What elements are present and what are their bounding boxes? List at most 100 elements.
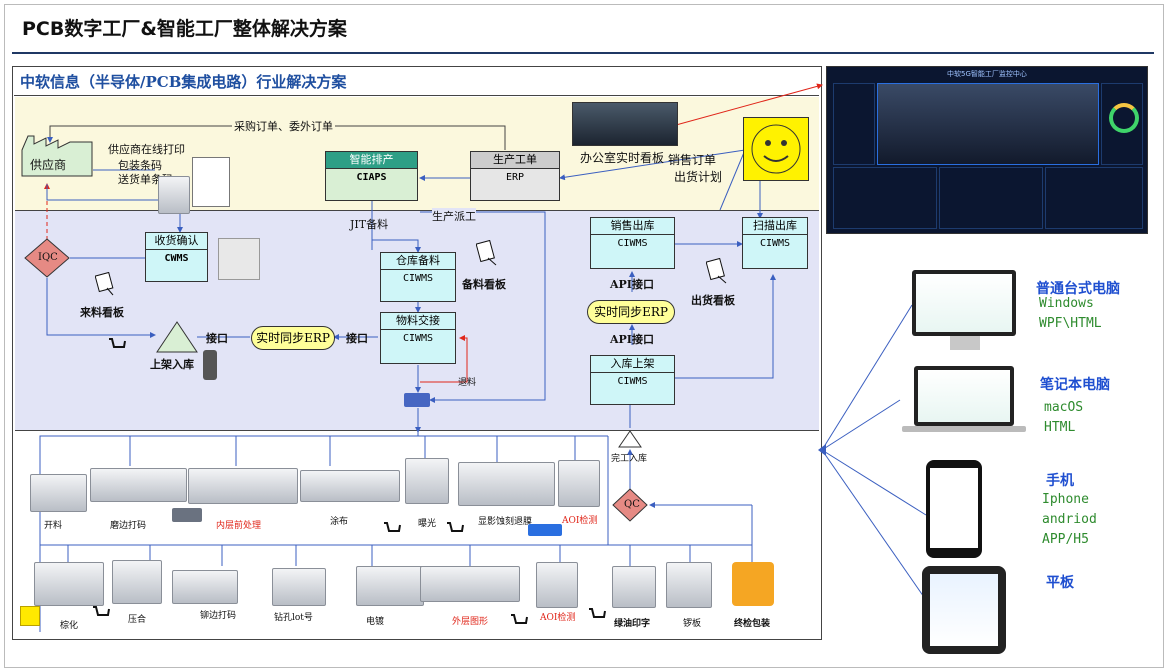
dashboard-gauges-3 xyxy=(1045,167,1143,229)
sales-plan-line2: 出货计划 xyxy=(674,170,723,184)
supplier-print-line1: 供应商在线打印 xyxy=(108,143,185,156)
dashboard-gauges-2 xyxy=(939,167,1043,229)
phone-icon xyxy=(926,460,982,558)
monitoring-dashboard-image: 中软5G智能工厂监控中心 xyxy=(826,66,1148,234)
supplier-label: 供应商 xyxy=(30,158,67,172)
step-label-r2-1: 压合 xyxy=(128,615,147,625)
warehouse-prep-box[interactable]: 仓库备料 CIWMS xyxy=(380,252,456,302)
machine-cutting xyxy=(30,474,87,512)
dashboard-left-panel xyxy=(833,83,875,165)
sync-erp-pill-2: 实时同步ERP xyxy=(587,300,675,324)
step-label-r2-9: 终检包装 xyxy=(734,619,771,629)
warehouse-prep-header: 仓库备料 xyxy=(381,253,455,270)
cart-icon xyxy=(108,336,126,355)
prep-board-label: 备料看板 xyxy=(462,278,506,291)
shelve-triangle xyxy=(155,320,199,358)
receive-confirm-header: 收货确认 xyxy=(146,233,207,250)
iqc-diamond xyxy=(24,238,70,278)
machine-outer-image xyxy=(420,566,520,602)
cart-icon xyxy=(510,612,528,631)
receive-confirm-body: CWMS xyxy=(164,253,189,264)
device-sub-laptop-1: macOS xyxy=(1044,400,1084,415)
machine-browning xyxy=(34,562,104,606)
step-label-r2-7: 绿油印字 xyxy=(614,619,651,629)
label-printer-icon xyxy=(158,176,190,214)
machine-inner-pretreat xyxy=(188,468,298,504)
material-handover-box[interactable]: 物料交接 CIWMS xyxy=(380,312,456,364)
conveyor-cart-icon xyxy=(404,393,430,407)
finish-triangle xyxy=(618,430,642,452)
machine-aoi-2 xyxy=(536,562,578,608)
step-label-r1-6: AOI检测 xyxy=(562,516,598,526)
work-order-body: ERP xyxy=(505,172,525,183)
laptop-icon xyxy=(914,366,1014,426)
sales-outbound-header: 销售出库 xyxy=(591,218,674,235)
supplier-factory-icon xyxy=(20,134,94,178)
work-order-box[interactable]: 生产工单 ERP xyxy=(470,151,560,201)
scan-outbound-box[interactable]: 扫描出库 CIWMS xyxy=(742,217,808,269)
scan-outbound-body: CIWMS xyxy=(759,238,791,249)
office-monitoring-photo xyxy=(572,102,678,146)
prep-board-icon xyxy=(475,239,498,270)
device-title-tablet: 平板 xyxy=(1046,575,1074,591)
tablet-icon xyxy=(922,566,1006,654)
putaway-header: 入库上架 xyxy=(591,356,674,373)
step-label-r2-8: 锣板 xyxy=(683,619,702,629)
machine-solder-mask xyxy=(612,566,656,608)
office-board-label: 办公室实时看板 xyxy=(580,151,665,165)
material-handover-body: CIWMS xyxy=(402,333,434,344)
machine-aoi-1 xyxy=(558,460,600,507)
smart-schedule-body: CIAPS xyxy=(356,172,387,183)
smart-schedule-box[interactable]: 智能排产 CIAPS xyxy=(325,151,418,201)
handheld-scanner-icon xyxy=(203,350,217,380)
step-label-r1-5: 显影蚀刻退膜 xyxy=(478,517,533,527)
step-label-r1-2: 内层前处理 xyxy=(216,521,262,531)
receive-confirm-box[interactable]: 收货确认 CWMS xyxy=(145,232,208,282)
putaway-box[interactable]: 入库上架 CIWMS xyxy=(590,355,675,405)
step-label-r2-0: 棕化 xyxy=(60,621,79,631)
laptop-base-icon xyxy=(902,426,1026,432)
device-title-laptop: 笔记本电脑 xyxy=(1040,377,1110,393)
dashboard-ring-gauge xyxy=(1109,103,1139,133)
incoming-board-label: 来料看板 xyxy=(80,306,124,319)
cart-icon xyxy=(446,520,464,539)
cart-icon xyxy=(383,520,401,539)
step-label-r2-5: 外层图形 xyxy=(452,617,489,627)
cart-icon xyxy=(92,604,110,623)
machine-lamination xyxy=(112,560,162,604)
iqc-label: IQC xyxy=(38,252,58,263)
incoming-board-icon xyxy=(94,271,115,300)
machine-exposure xyxy=(405,458,449,504)
qc-diamond xyxy=(612,488,648,526)
interface-label-2: 接口 xyxy=(346,332,368,345)
machine-develop-etch xyxy=(458,462,555,506)
ship-board-icon xyxy=(705,257,728,288)
device-title-desktop: 普通台式电脑 xyxy=(1036,281,1120,297)
step-label-r2-4: 电镀 xyxy=(366,617,385,627)
device-sub-desktop-2: WPF\HTML xyxy=(1039,316,1102,331)
finish-inbound-label: 完工入库 xyxy=(611,454,648,464)
cart-icon xyxy=(588,606,606,625)
machine-drill xyxy=(272,568,326,606)
scan-outbound-header: 扫描出库 xyxy=(743,218,807,235)
material-handover-header: 物料交接 xyxy=(381,313,455,330)
page-title: PCB数字工厂&智能工厂整体解决方案 xyxy=(22,18,347,40)
scanner-photo xyxy=(218,238,260,280)
step-label-r2-2: 铆边打码 xyxy=(200,611,237,621)
dispatch-label: 生产派工 xyxy=(432,208,476,224)
api-label-1: API接口 xyxy=(610,278,654,291)
return-label: 退料 xyxy=(458,378,477,388)
device-sub-phone-1: Iphone xyxy=(1042,492,1089,507)
step-label-r2-6: AOI检测 xyxy=(540,613,576,623)
device-title-phone: 手机 xyxy=(1046,473,1074,489)
machine-edge-grinding xyxy=(90,468,187,502)
machine-coating xyxy=(300,470,400,502)
step-label-r1-1: 磨边打码 xyxy=(110,521,147,531)
step-label-r2-3: 钻孔lot号 xyxy=(274,613,313,623)
sales-outbound-body: CIWMS xyxy=(617,238,648,249)
putaway-body: CIWMS xyxy=(617,376,648,387)
sales-outbound-box[interactable]: 销售出库 CIWMS xyxy=(590,217,675,269)
machine-routing xyxy=(666,562,712,608)
sync-erp-pill-1: 实时同步ERP xyxy=(251,326,335,350)
machine-rivet xyxy=(172,570,238,604)
